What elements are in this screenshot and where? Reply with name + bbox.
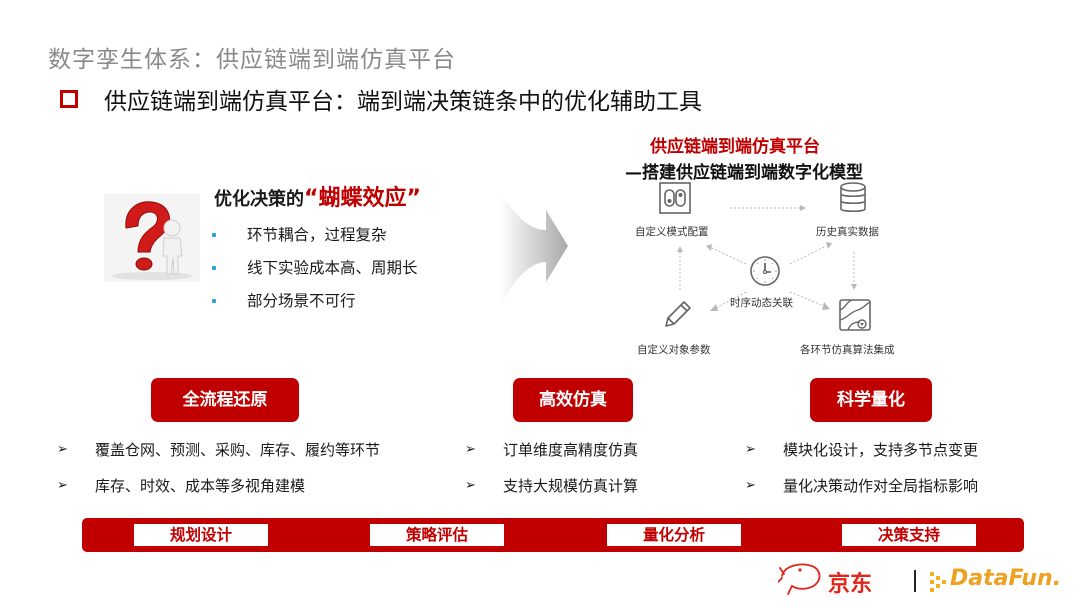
list-item: ➢模块化设计，支持多节点变更 bbox=[745, 440, 979, 459]
node-label-custom-object-params: 自定义对象参数 bbox=[637, 344, 711, 356]
feature-list-quantify: ➢模块化设计，支持多节点变更 ➢量化决策动作对全局指标影响 bbox=[745, 431, 978, 503]
capability-bar: 规划设计 策略评估 量化分析 决策支持 bbox=[82, 518, 1024, 552]
arrow-bullet-icon: ➢ bbox=[745, 441, 756, 457]
headline: 供应链端到端仿真平台：端到端决策链条中的优化辅助工具 bbox=[60, 82, 702, 116]
node-algorithm-integration bbox=[838, 298, 872, 336]
bar-item-quantitative-analysis: 量化分析 bbox=[607, 524, 741, 546]
butterfly-title-prefix: 优化决策的 bbox=[214, 189, 304, 210]
list-item: ➢覆盖仓网、预测、采购、库存、履约等环节 bbox=[57, 440, 381, 459]
arrow-bullet-icon: ➢ bbox=[465, 477, 476, 493]
arrow-bullet-icon: ➢ bbox=[465, 441, 476, 457]
square-bullet-icon bbox=[60, 90, 78, 108]
feature-pill-quantify: 科学量化 bbox=[810, 378, 932, 422]
jd-logo: 京东 bbox=[828, 572, 873, 597]
node-label-algorithm-integration: 各环节仿真算法集成 bbox=[800, 344, 895, 356]
datafun-pixel-icon bbox=[930, 572, 946, 592]
feature-pill-full-process: 全流程还原 bbox=[151, 378, 299, 422]
diagram-title: 供应链端到端仿真平台 bbox=[650, 137, 820, 157]
butterfly-effect-title: 优化决策的“蝴蝶效应” bbox=[214, 180, 421, 212]
list-item: 环节耦合，过程复杂 bbox=[212, 224, 418, 257]
node-historical-data bbox=[836, 181, 870, 219]
slide-title: 数字孪生体系：供应链端到端仿真平台 bbox=[48, 47, 456, 73]
clock-icon bbox=[750, 256, 780, 286]
list-item: 线下实验成本高、周期长 bbox=[212, 257, 418, 290]
node-temporal-association bbox=[748, 254, 782, 292]
feature-pill-efficient-sim: 高效仿真 bbox=[513, 378, 633, 422]
node-label-custom-mode-config: 自定义模式配置 bbox=[635, 226, 709, 238]
node-custom-mode-config bbox=[658, 181, 692, 219]
node-custom-object-params bbox=[660, 298, 694, 336]
node-label-temporal-association: 时序动态关联 bbox=[730, 297, 793, 309]
bullet-dot-icon bbox=[212, 233, 216, 237]
list-item: 部分场景不可行 bbox=[212, 290, 418, 323]
list-item: ➢支持大规模仿真计算 bbox=[465, 476, 639, 495]
right-arrow-icon bbox=[498, 190, 570, 308]
bar-item-strategy-evaluation: 策略评估 bbox=[370, 524, 504, 546]
logo-separator bbox=[914, 570, 916, 592]
pencil-icon bbox=[665, 301, 691, 327]
datafun-logo: DataFun. bbox=[950, 566, 1062, 591]
question-mark-illustration bbox=[104, 194, 200, 282]
arrow-bullet-icon: ➢ bbox=[745, 477, 756, 493]
jd-dog-logo-icon bbox=[778, 563, 821, 595]
bar-item-decision-support: 决策支持 bbox=[842, 524, 976, 546]
diagram-connectors bbox=[677, 205, 857, 311]
list-item: ➢量化决策动作对全局指标影响 bbox=[745, 476, 979, 495]
diagram-subtitle: —搭建供应链端到端数字化模型 bbox=[625, 163, 863, 183]
bullet-dot-icon bbox=[212, 299, 216, 303]
butterfly-points: 环节耦合，过程复杂 线下实验成本高、周期长 部分场景不可行 bbox=[212, 224, 418, 323]
arrow-bullet-icon: ➢ bbox=[57, 477, 68, 493]
database-icon bbox=[840, 182, 866, 213]
list-item: ➢库存、时效、成本等多视角建模 bbox=[57, 476, 306, 495]
node-label-historical-data: 历史真实数据 bbox=[816, 226, 879, 238]
headline-text: 供应链端到端仿真平台：端到端决策链条中的优化辅助工具 bbox=[104, 89, 702, 115]
bar-item-planning-design: 规划设计 bbox=[134, 524, 268, 546]
list-item: ➢订单维度高精度仿真 bbox=[465, 440, 639, 459]
feature-list-efficient-sim: ➢订单维度高精度仿真 ➢支持大规模仿真计算 bbox=[465, 431, 638, 503]
arrow-bullet-icon: ➢ bbox=[57, 441, 68, 457]
bullet-dot-icon bbox=[212, 266, 216, 270]
butterfly-title-highlight: “蝴蝶效应” bbox=[304, 186, 421, 211]
feature-list-full-process: ➢覆盖仓网、预测、采购、库存、履约等环节 ➢库存、时效、成本等多视角建模 bbox=[57, 431, 380, 503]
config-panel-icon bbox=[659, 182, 691, 214]
map-icon bbox=[839, 299, 871, 331]
